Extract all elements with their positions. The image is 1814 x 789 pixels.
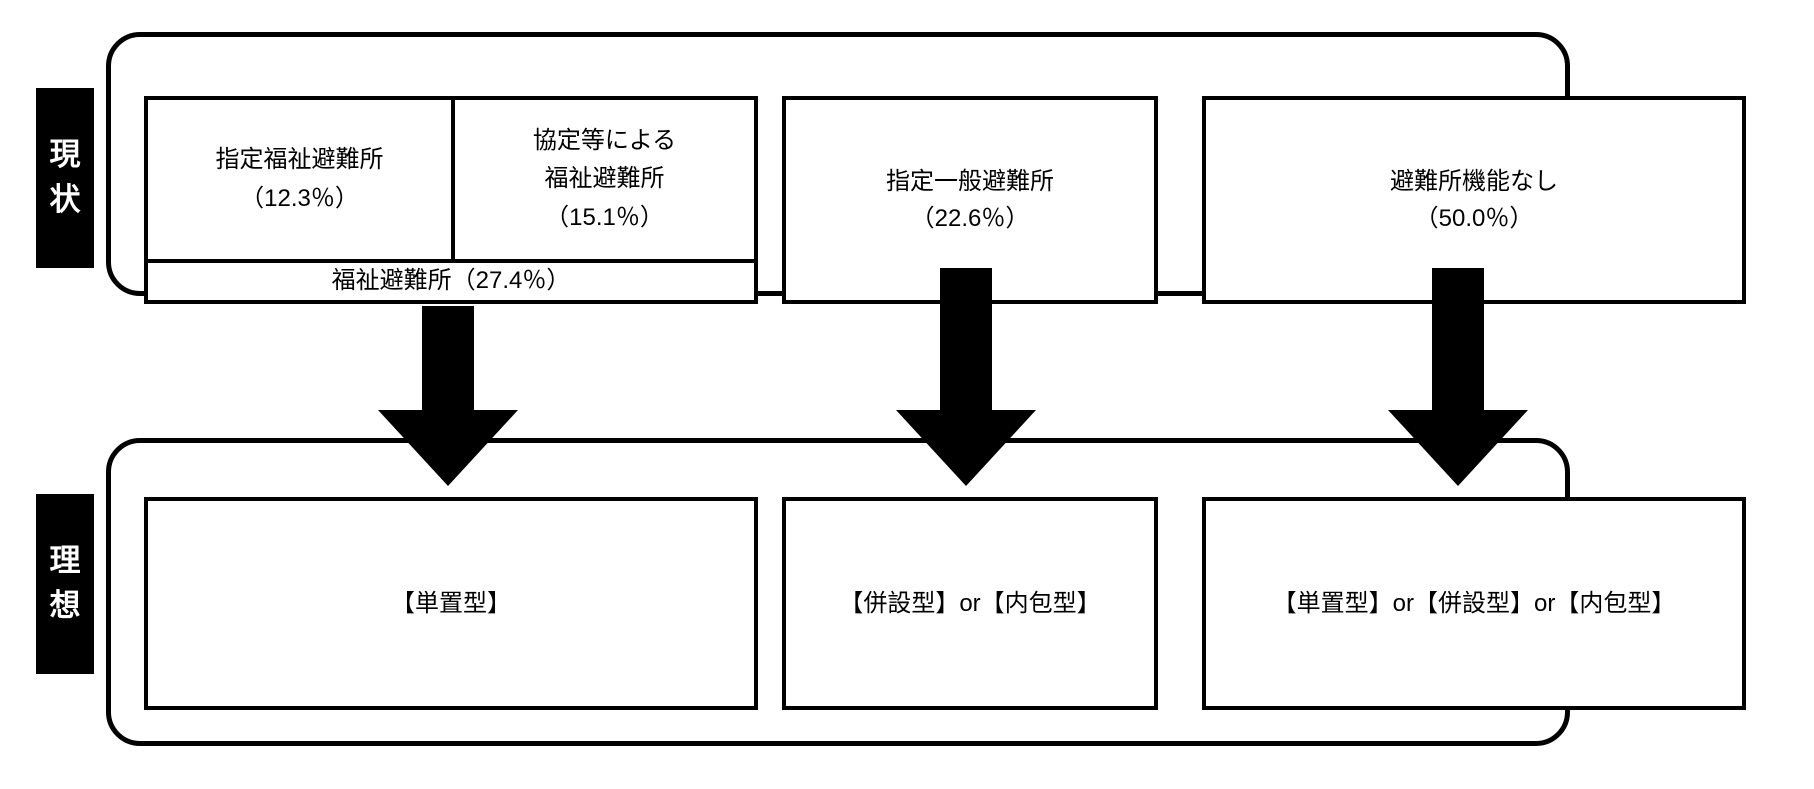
- down-arrow-icon-general: [896, 268, 1036, 486]
- ideal-box-all-types-label: 【単置型】or【併設型】or【内包型】: [1272, 589, 1676, 617]
- down-arrow-icon-nofunction: [1388, 268, 1528, 486]
- designated-general-shelter-name: 指定一般避難所: [886, 167, 1054, 195]
- ideal-box-adjacent-or-embedded-label: 【併設型】or【内包型】: [839, 589, 1101, 617]
- current-tab-char-1: 現: [49, 137, 81, 173]
- ideal-tab-char-2: 想: [49, 588, 81, 623]
- designated-general-shelter-percent: （22.6％）: [910, 205, 1030, 232]
- designated-welfare-shelter-percent: （12.3％）: [240, 184, 359, 212]
- agreement-welfare-shelter-name-line1: 協定等による: [532, 126, 677, 154]
- designated-welfare-shelter-name: 指定福祉避難所: [215, 146, 384, 174]
- welfare-shelter-total-box: 福祉避難所（27.4％）: [144, 259, 758, 304]
- ideal-box-all-types: 【単置型】or【併設型】or【内包型】: [1202, 497, 1746, 710]
- down-arrow-icon-welfare: [378, 306, 518, 486]
- agreement-welfare-shelter-name-line2: 福祉避難所: [544, 165, 665, 193]
- ideal-box-standalone-label: 【単置型】: [391, 589, 511, 617]
- welfare-shelter-group: 指定福祉避難所 （12.3％） 協定等による 福祉避難所 （15.1％） 福祉避…: [144, 96, 758, 304]
- no-shelter-function-name: 避難所機能なし: [1390, 167, 1558, 195]
- agreement-welfare-shelter-percent: （15.1％）: [545, 203, 664, 231]
- ideal-state-tab-label: 理 想: [36, 494, 94, 674]
- no-shelter-function-percent: （50.0％）: [1414, 205, 1534, 232]
- current-tab-char-2: 状: [49, 182, 81, 217]
- ideal-box-standalone: 【単置型】: [144, 497, 758, 710]
- designated-welfare-shelter-box: 指定福祉避難所 （12.3％）: [144, 96, 455, 263]
- welfare-shelter-total-label: 福祉避難所（27.4％）: [331, 267, 571, 295]
- ideal-tab-char-1: 理: [49, 543, 81, 579]
- ideal-box-adjacent-or-embedded: 【併設型】or【内包型】: [782, 497, 1158, 710]
- agreement-welfare-shelter-box: 協定等による 福祉避難所 （15.1％）: [451, 96, 758, 263]
- current-state-tab-label: 現 状: [36, 88, 94, 268]
